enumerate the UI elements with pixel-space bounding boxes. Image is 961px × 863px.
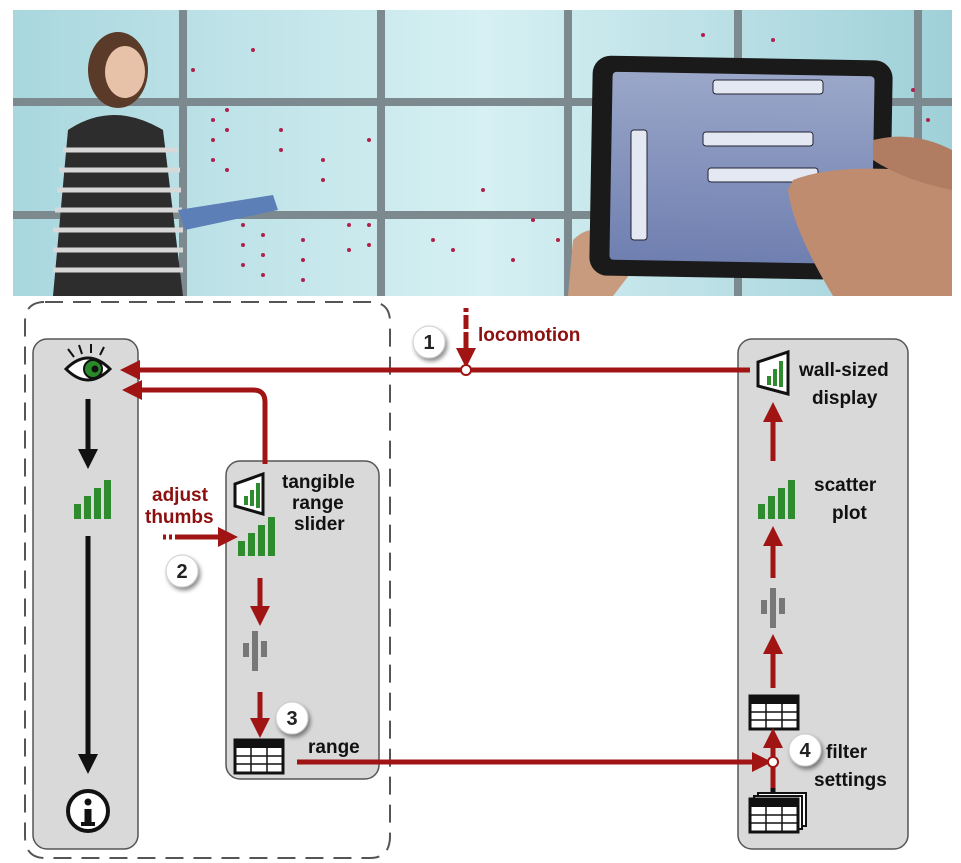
wall-display-label-line1: wall-sized — [798, 360, 889, 381]
filter-junction — [767, 756, 779, 768]
person-silhouette — [53, 32, 278, 296]
interaction-flow-diagram: tangible range slider 1 locomotion 2 adj… — [24, 301, 909, 859]
step-label-filter: filter — [826, 742, 868, 763]
display-icon — [756, 349, 790, 396]
step-badge-4 — [788, 733, 822, 767]
step-badge-1 — [412, 325, 446, 359]
slider-label-line3: slider — [294, 514, 345, 535]
human-context-boundary — [24, 301, 391, 859]
locomotion-junction — [460, 364, 472, 376]
wall-display-label-line2: display — [812, 388, 878, 409]
table-icon — [233, 738, 285, 775]
bar-chart-icon — [758, 480, 795, 519]
table-stack-icon — [748, 792, 807, 834]
slider-to-eye-arrow — [122, 380, 268, 464]
display-icon — [233, 471, 265, 516]
wall-scatter-dots — [191, 33, 940, 282]
bar-chart-icon — [74, 480, 111, 519]
info-icon — [66, 789, 110, 833]
scatter-plot-label-line1: scatter — [814, 475, 877, 496]
filter-icon — [761, 588, 785, 628]
step-badge-2 — [165, 554, 199, 588]
bar-chart-icon — [238, 517, 275, 556]
step-badge-3 — [275, 701, 309, 735]
step-label-range: range — [308, 737, 360, 758]
step-number-3: 3 — [286, 708, 297, 730]
handheld-tablet — [568, 55, 952, 296]
step-number-4: 4 — [799, 740, 811, 762]
step-label-locomotion: locomotion — [478, 325, 580, 346]
step-label-adjust: adjust — [152, 485, 209, 506]
slider-label-line1: tangible — [282, 472, 355, 493]
step-label-thumbs: thumbs — [145, 507, 214, 528]
step-number-2: 2 — [176, 561, 187, 583]
scatter-plot-label-line2: plot — [832, 503, 867, 524]
eye-icon — [63, 344, 113, 382]
photo-illustration — [13, 10, 952, 296]
slider-label-line2: range — [292, 493, 344, 514]
step-label-settings: settings — [814, 770, 887, 791]
filter-icon — [243, 631, 267, 671]
step-number-1: 1 — [423, 332, 434, 354]
photo-wall-display-scene — [13, 10, 952, 296]
table-icon — [748, 694, 800, 731]
